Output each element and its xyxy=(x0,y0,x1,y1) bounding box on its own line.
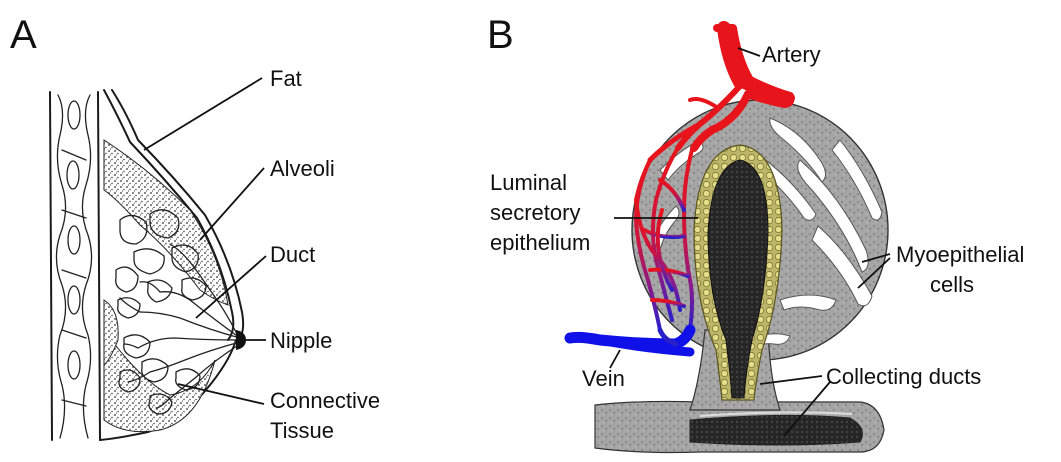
chest-wall-line xyxy=(50,92,52,440)
chest-wall-line xyxy=(98,92,100,440)
label-collecting-ducts: Collecting ducts xyxy=(826,364,981,389)
fat-leader xyxy=(144,78,262,150)
panel-b: B xyxy=(487,13,1024,453)
rib-cell xyxy=(68,351,80,379)
label-alveoli: Alveoli xyxy=(270,156,335,181)
label-myoepithelial: Myoepithelial xyxy=(896,242,1024,267)
rib-cell xyxy=(68,286,80,314)
rib-cell xyxy=(68,101,80,129)
label-vein: Vein xyxy=(582,366,625,391)
label-artery: Artery xyxy=(762,42,821,67)
panel-b-letter: B xyxy=(487,13,514,57)
panel-a-letter: A xyxy=(10,13,37,57)
label-connective: Connective xyxy=(270,388,380,413)
vein-vessel xyxy=(570,330,690,352)
label-cells: cells xyxy=(930,272,974,297)
alveoli-leader xyxy=(200,168,264,240)
panel-a: A xyxy=(10,13,380,443)
rib-cell xyxy=(68,226,80,254)
label-luminal: Luminal xyxy=(490,170,567,195)
label-nipple: Nipple xyxy=(270,328,332,353)
label-secretory: secretory xyxy=(490,200,580,225)
label-duct: Duct xyxy=(270,242,315,267)
rib-cell xyxy=(67,161,79,189)
label-tissue: Tissue xyxy=(270,418,334,443)
label-fat: Fat xyxy=(270,66,302,91)
breast-cross-section xyxy=(50,90,246,440)
label-epithelium: epithelium xyxy=(490,230,590,255)
rib-outline xyxy=(82,95,91,438)
collecting-duct-lumen xyxy=(690,415,862,445)
rib-outline xyxy=(56,95,65,438)
